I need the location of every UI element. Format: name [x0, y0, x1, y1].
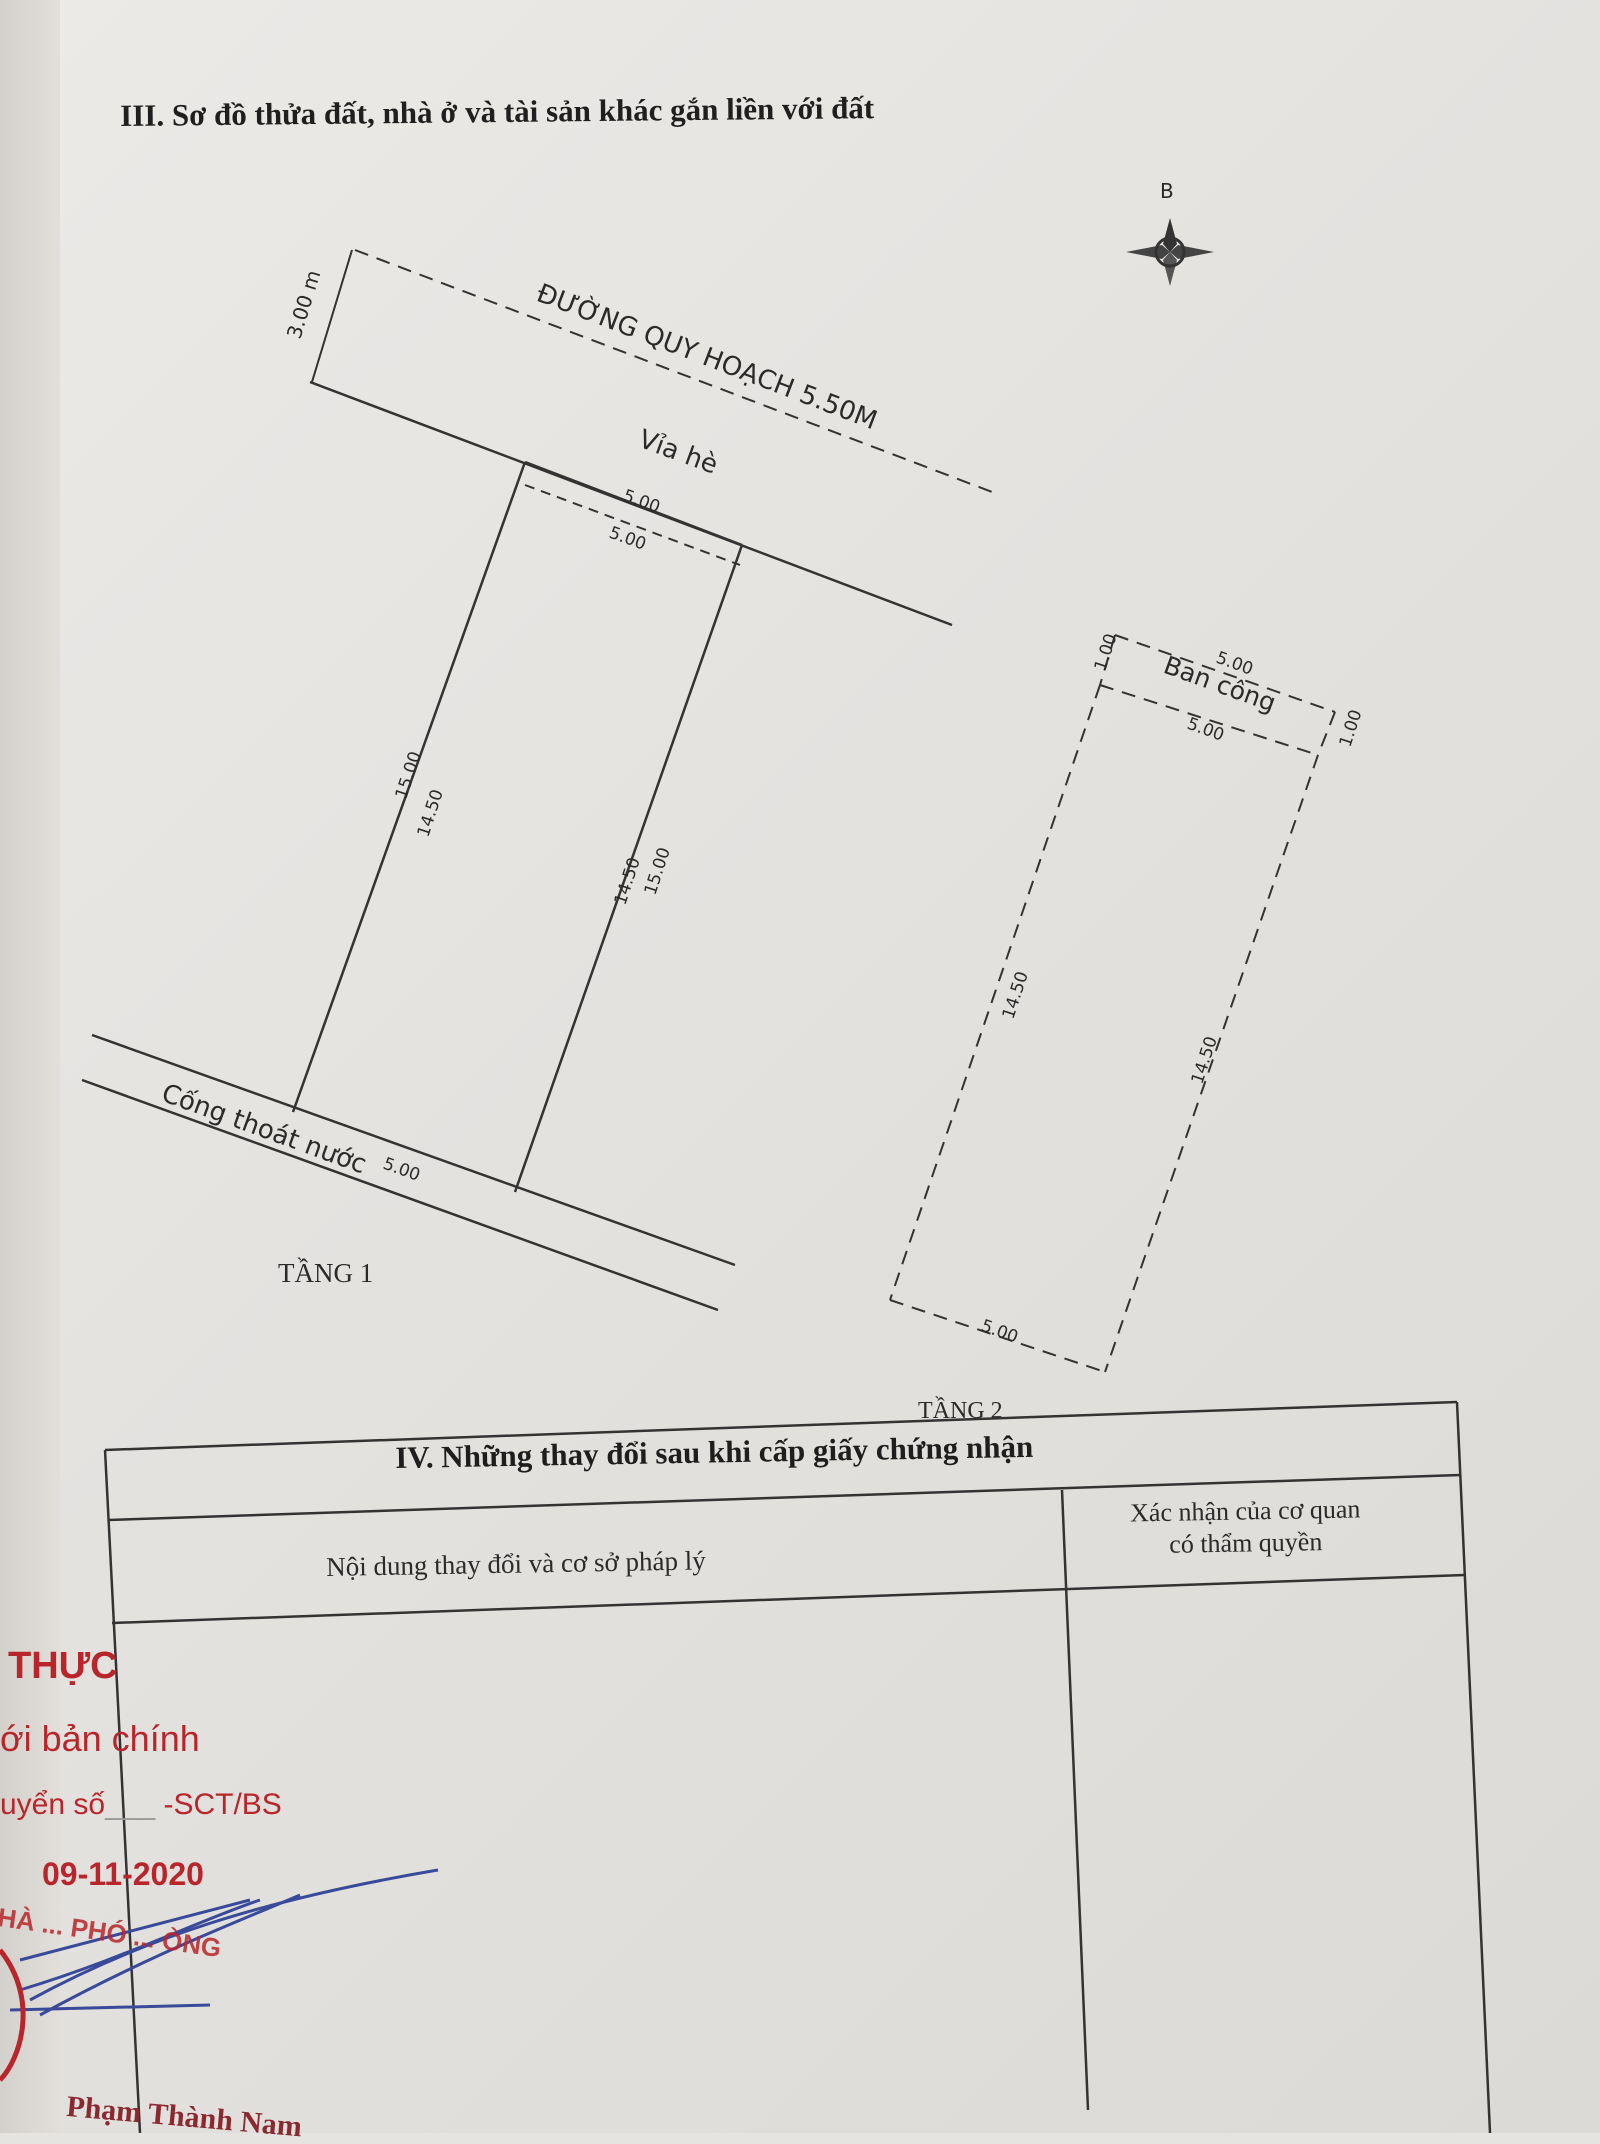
drain-label: Cống thoát nước: [158, 1078, 371, 1180]
road-name-label: ĐƯỜNG QUY HOẠCH 5.50M: [532, 277, 881, 437]
drain-edge-top: [91, 1033, 736, 1267]
compass-north-label: B: [1160, 179, 1174, 203]
floor-1-parcel: [291, 460, 744, 1193]
changes-column-header: Nội dung thay đổi và cơ sở pháp lý: [326, 1545, 706, 1582]
floor2-bottom-dim: 5.00: [978, 1316, 1020, 1348]
floor2-right-dim: 14.50: [1188, 1034, 1222, 1086]
floor1-left-inner-dim: 14.50: [414, 787, 448, 839]
stamp-line-2: ới bản chính: [0, 1718, 200, 1759]
authority-header-line1: Xác nhận của cơ quan: [1129, 1494, 1361, 1528]
drain-edge-bottom: [81, 1078, 719, 1312]
road-width-label: 3.00 m: [282, 267, 326, 341]
changes-table-grid: [103, 1400, 1492, 2133]
floor1-top-outer-dim: 5.00: [620, 486, 662, 518]
balcony-left-dim: 1.00: [1091, 631, 1122, 673]
stamp-date: 09-11-2020: [42, 1856, 204, 1892]
floor1-left-outer-dim: 15.00: [392, 749, 426, 801]
signature-scribble: [9, 1868, 439, 2017]
floor-1-label: TẦNG 1: [278, 1257, 373, 1288]
stamp-line-3: uyển số___ -SCT/BS: [0, 1788, 282, 1821]
floor-2-outline: [889, 634, 1336, 1373]
authority-column-header: Xác nhận của cơ quan có thẩm quyền: [1100, 1493, 1391, 1562]
authority-header-line2: có thẩm quyền: [1169, 1527, 1323, 1559]
page-fold-edge: [0, 0, 60, 2133]
floor1-right-inner-dim: 14.50: [611, 855, 645, 907]
floor2-left-dim: 14.50: [999, 969, 1033, 1021]
balcony-right-dim: 1.00: [1336, 707, 1367, 749]
stamp-border-arc: [0, 1948, 26, 2082]
stamp-line-3-prefix: uyển số: [0, 1788, 106, 1821]
stamp-line-1: THỰC: [8, 1645, 118, 1687]
floor1-right-outer-dim: 15.00: [641, 845, 675, 897]
compass-icon: [1126, 218, 1214, 286]
stamp-line-3-suffix: -SCT/BS: [163, 1788, 282, 1821]
balcony-bottom-dim: 5.00: [1184, 714, 1226, 746]
road-width-dimension-line: [311, 249, 353, 383]
floor1-bottom-dim: 5.00: [380, 1154, 422, 1186]
sidewalk-label: Vỉa hè: [635, 424, 722, 480]
